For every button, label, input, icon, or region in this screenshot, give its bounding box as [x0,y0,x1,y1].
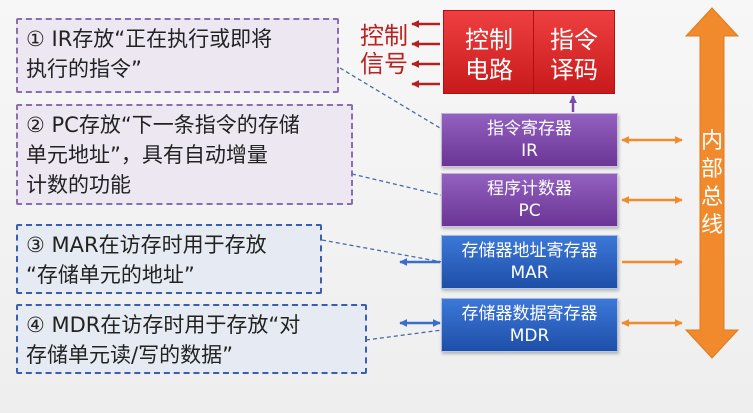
internal-bus-char-4: 线 [700,213,723,238]
note-4-leader [365,329,443,341]
note-pc-line3: 计数的功能 [26,173,131,197]
internal-bus-arrow [684,7,740,359]
note-mar-line2: “存储单元的地址” [26,263,195,287]
note-mdr-line2: 存储单元读/写的数据” [26,343,233,367]
note-mdr-line1: MDR在访存时用于存放“对 [51,313,301,337]
register-mdr: 存储器数据寄存器 MDR [441,298,618,352]
register-mdr-name: 存储器数据寄存器 [461,304,598,324]
note-mar: ③ MAR在访存时用于存放 “存储单元的地址” [16,224,322,294]
internal-bus-char-1: 内 [700,129,723,154]
internal-bus-label: 内 部 总 线 [699,128,725,240]
control-signals-line2: 信号 [360,50,408,78]
register-mar-name: 存储器地址寄存器 [461,241,598,261]
instruction-decoder-line1: 指令 [550,26,598,54]
note-1-leader [339,67,461,141]
note-ir-number: ① [26,27,45,51]
register-mdr-abbr: MDR [509,326,550,346]
register-ir-abbr: IR [521,141,538,161]
note-mdr: ④ MDR在访存时用于存放“对 存储单元读/写的数据” [16,304,367,374]
note-mar-number: ③ [26,233,45,257]
instruction-decoder-line2: 译码 [550,56,598,84]
instruction-decoder-box: 指令 译码 [533,10,615,94]
register-pc-abbr: PC [518,201,541,221]
note-ir-line1: IR存放“正在执行或即将 [51,27,273,51]
note-mdr-number: ④ [26,313,45,337]
note-pc-line2: 单元地址”，具有自动增量 [26,143,268,167]
register-ir-name: 指令寄存器 [487,119,572,139]
note-pc-line1: PC存放“下一条指令的存储 [51,113,300,137]
note-ir-line2: 执行的指令” [26,57,142,81]
register-ir: 指令寄存器 IR [441,113,618,167]
control-signals-line1: 控制 [360,22,408,50]
internal-bus-char-3: 总 [700,185,723,210]
note-pc: ② PC存放“下一条指令的存储 单元地址”，具有自动增量 计数的功能 [16,104,353,205]
register-mar: 存储器地址寄存器 MAR [441,235,618,289]
note-ir: ① IR存放“正在执行或即将 执行的指令” [16,18,339,93]
note-pc-number: ② [26,113,45,137]
note-3-leader [321,239,443,263]
control-circuit-line1: 控制 [465,26,513,54]
register-pc: 程序计数器 PC [441,173,618,227]
internal-bus-char-2: 部 [700,157,723,182]
register-pc-name: 程序计数器 [487,179,572,199]
control-circuit-box: 控制 电路 [443,10,535,94]
control-signals-label: 控制 信号 [360,22,408,78]
note-mar-line1: MAR在访存时用于存放 [51,233,267,257]
control-circuit-line2: 电路 [465,56,513,84]
register-mar-abbr: MAR [510,263,549,283]
